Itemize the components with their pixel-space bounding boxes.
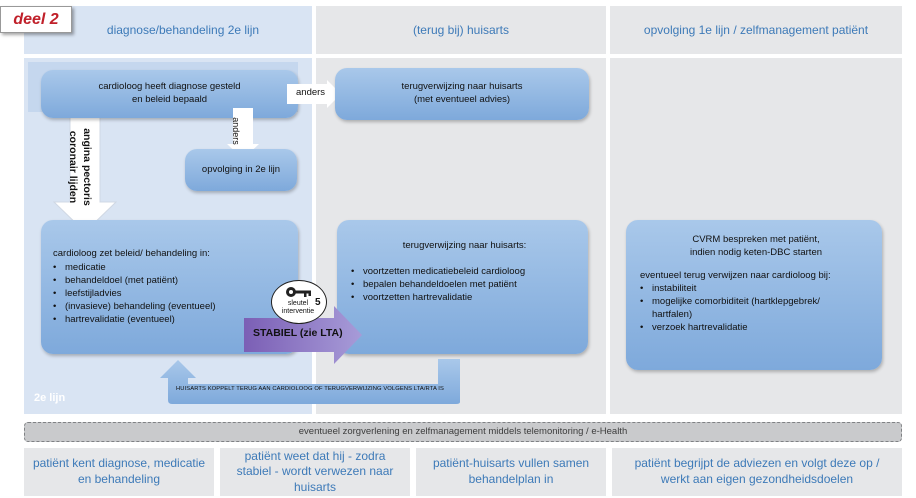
cvrm-title: CVRM bespreken met patiënt, indien nodig…	[689, 234, 823, 258]
telemonitoring-bar: eventueel zorgverlening en zelfmanagemen…	[24, 422, 902, 442]
list-item: leefstijladvies	[53, 287, 288, 300]
zone-label: 2e lijn	[34, 392, 66, 404]
beleid-title: cardioloog zet beleid/ behandeling in:	[53, 248, 210, 259]
outcome-label: patiënt weet dat hij - zodra stabiel - w…	[236, 448, 394, 494]
outcome-box-4: patiënt begrijpt de adviezen en volgt de…	[612, 448, 902, 496]
key-badge-number: 5	[315, 297, 321, 308]
right-arrow-anders	[287, 80, 341, 108]
list-item: behandeldoel (met patiënt)	[53, 274, 288, 287]
list-item: hartrevalidatie (eventueel)	[53, 313, 288, 326]
outcome-label: patiënt-huisarts vullen samen behandelpl…	[432, 456, 590, 486]
stabiel-arrow	[244, 306, 362, 364]
list-item: instabiliteit	[640, 282, 872, 295]
list-item: verzoek hartrevalidatie	[640, 321, 872, 334]
terugverwijzing-huisarts-box: terugverwijzing naar huisarts: voortzett…	[337, 220, 588, 354]
outcome-box-2: patiënt weet dat hij - zodra stabiel - w…	[220, 448, 410, 496]
opvolging-2e-lijn-box: opvolging in 2e lijn	[185, 149, 297, 191]
feedback-label: HUISARTS KOPPELT TERUG AAN CARDIOLOOG OF…	[176, 386, 444, 392]
diagnose-box: cardioloog heeft diagnose gesteld en bel…	[41, 70, 298, 118]
cvrm-list: instabiliteit mogelijke comorbiditeit (h…	[640, 282, 872, 335]
list-item: bepalen behandeldoelen met patiënt	[351, 278, 578, 291]
outcome-box-1: patiënt kent diagnose, medicatie en beha…	[24, 448, 214, 496]
anders-right-label: anders	[296, 87, 326, 98]
key-badge-label: sleutel interventie	[281, 300, 315, 316]
huisarts-title: terugverwijzing naar huisarts:	[402, 240, 527, 251]
list-item: voortzetten medicatiebeleid cardioloog	[351, 265, 578, 278]
key-icon	[286, 287, 311, 297]
column-header-label: (terug bij) huisarts	[412, 23, 510, 37]
anders-down-label: anders	[230, 117, 241, 145]
outcome-box-3: patiënt-huisarts vullen samen behandelpl…	[416, 448, 606, 496]
cvrm-box: CVRM bespreken met patiënt, indien nodig…	[626, 220, 882, 370]
list-item: mogelijke comorbiditeit (hartklepgebrek/…	[640, 295, 850, 321]
cvrm-subtitle: eventueel terug verwijzen naar cardioloo…	[640, 269, 831, 281]
deel-badge-label: deel 2	[13, 10, 59, 28]
deel-badge: deel 2	[0, 6, 72, 33]
list-item: medicatie	[53, 261, 288, 274]
key-badge: sleutel interventie 5	[271, 280, 327, 324]
stabiel-label: STABIEL (zie LTA)	[253, 327, 343, 339]
column-header-huisarts: (terug bij) huisarts	[316, 6, 606, 54]
column-header-label: opvolging 1e lijn / zelfmanagement patië…	[643, 23, 869, 37]
terugverwijzing-advies-box: terugverwijzing naar huisarts (met event…	[335, 68, 589, 120]
column-header-opvolging: opvolging 1e lijn / zelfmanagement patië…	[610, 6, 902, 54]
outcome-label: patiënt begrijpt de adviezen en volgt de…	[634, 456, 880, 486]
angina-label: angina pectoris coronair lijden	[67, 128, 94, 206]
feedback-arrow	[160, 359, 460, 404]
down-arrow-anders	[227, 108, 259, 159]
list-item: voortzetten hartrevalidatie	[351, 291, 578, 304]
column-header-2e-lijn: diagnose/behandeling 2e lijn	[24, 6, 312, 54]
column-header-label: diagnose/behandeling 2e lijn	[106, 23, 260, 37]
telemonitoring-label: eventueel zorgverlening en zelfmanagemen…	[298, 425, 628, 437]
outcome-label: patiënt kent diagnose, medicatie en beha…	[32, 456, 206, 486]
huisarts-list: voortzetten medicatiebeleid cardioloog b…	[351, 265, 578, 304]
list-item: (invasieve) behandeling (eventueel)	[53, 300, 288, 313]
beleid-list: medicatie behandeldoel (met patiënt) lee…	[53, 261, 288, 327]
